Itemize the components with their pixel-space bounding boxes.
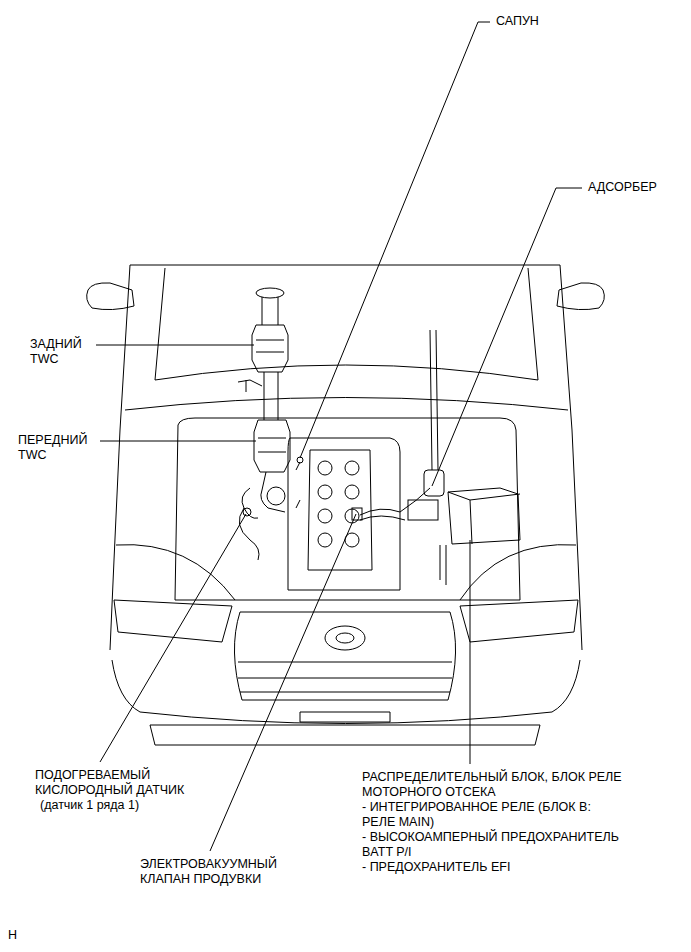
- manifold-port: [267, 487, 285, 505]
- junction-block: [448, 492, 520, 544]
- exhaust-pipe: [264, 372, 278, 420]
- rear-catalyst: [252, 325, 288, 372]
- plate: [300, 712, 390, 722]
- wire-harness: [440, 545, 446, 585]
- part-label: - ВЫСОКОАМПЕРНЫЙ ПРЕДОХРАНИТЕЛЬ BATT P/I: [362, 830, 652, 860]
- body-side: [110, 265, 130, 650]
- exhaust-manifold: [261, 472, 285, 512]
- purge-valve: [352, 508, 362, 520]
- breather-hose: [296, 462, 300, 508]
- leader-line: [300, 22, 490, 458]
- front-catalyst: [254, 420, 290, 472]
- oxygen-sensor: [243, 508, 251, 516]
- part-label: - ПРЕДОХРАНИТЕЛЬ EFI: [362, 860, 510, 875]
- purge-hose: [360, 488, 430, 520]
- engine: [288, 438, 400, 590]
- part-label: РАСПРЕДЕЛИТЕЛЬНЫЙ БЛОК, БЛОК РЕЛЕ МОТОРН…: [362, 770, 677, 800]
- leader-line: [470, 540, 471, 764]
- emblem: [325, 626, 365, 650]
- exhaust-flange: [256, 288, 284, 298]
- part-label: САПУН: [496, 14, 539, 29]
- spark-plug: [345, 461, 359, 475]
- leader-line: [210, 514, 356, 851]
- leader-line: [100, 514, 246, 762]
- engine-bay: [175, 418, 520, 600]
- spark-plug: [345, 485, 359, 499]
- mirror: [557, 283, 604, 310]
- sensor-wire: [239, 488, 259, 560]
- spark-plug: [318, 509, 332, 523]
- grille-slat: [238, 662, 452, 692]
- bracket: [238, 380, 262, 392]
- relay: [408, 500, 438, 520]
- fender: [116, 545, 576, 600]
- exhaust-pipe: [262, 297, 278, 325]
- junction-block: [448, 488, 520, 544]
- emblem: [336, 633, 354, 643]
- leader-line: [432, 188, 582, 486]
- part-label: - ИНТЕГРИРОВАННОЕ РЕЛЕ (БЛОК В: РЕЛЕ MAI…: [362, 800, 602, 830]
- spark-plug: [318, 533, 332, 547]
- part-label: ПОДОГРЕВАЕМЫЙ КИСЛОРОДНЫЙ ДАТЧИК: [35, 768, 215, 798]
- leader-line: [100, 441, 256, 442]
- figure-code: H: [8, 928, 17, 943]
- hood-edge: [125, 398, 568, 411]
- mirror: [87, 283, 134, 310]
- part-label: АДСОРБЕР: [588, 180, 657, 195]
- headlight: [114, 600, 232, 642]
- grille: [234, 612, 455, 700]
- cowl: [155, 365, 538, 380]
- leader-line: [96, 345, 254, 346]
- part-label: (датчик 1 ряда 1): [40, 798, 139, 813]
- bumper: [112, 660, 580, 724]
- spark-plug: [318, 461, 332, 475]
- headlight: [460, 600, 578, 642]
- part-label: ПЕРЕДНИЙ TWC: [18, 433, 98, 463]
- part-label: ЭЛЕКТРОВАКУУМНЫЙ КЛАПАН ПРОДУВКИ: [140, 857, 290, 887]
- a-pillar: [155, 268, 538, 380]
- body-side: [560, 265, 582, 650]
- bumper-lower: [150, 725, 540, 745]
- cab-edge: [130, 265, 560, 266]
- spark-plug: [318, 485, 332, 499]
- fuel-line: [430, 330, 438, 470]
- canister: [424, 470, 444, 496]
- front-catalyst: [258, 438, 286, 452]
- part-label: ЗАДНИЙ TWC: [30, 337, 90, 367]
- rear-catalyst: [256, 340, 284, 352]
